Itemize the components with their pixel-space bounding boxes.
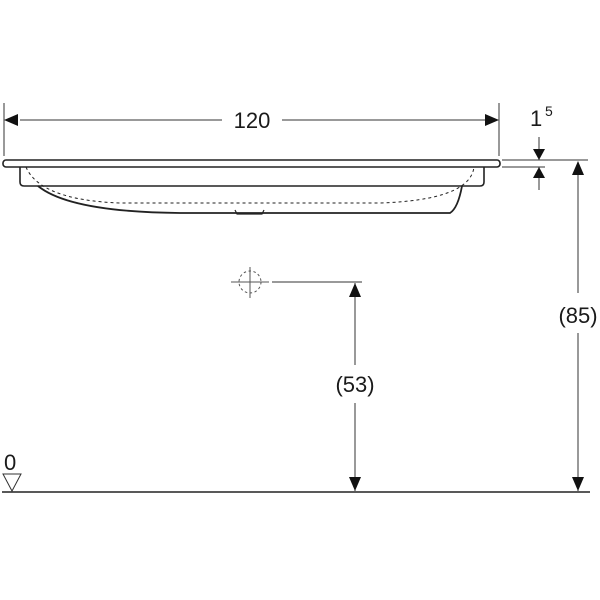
arrow-down-icon	[349, 477, 361, 491]
basin-outline	[2, 159, 501, 215]
floor-level: 0	[2, 450, 590, 493]
arrow-down-icon	[572, 477, 584, 491]
overall-height-label: (85)	[558, 303, 597, 328]
waste-outlet-center-mark	[231, 267, 362, 298]
rim-thickness-superscript: 5	[545, 103, 553, 119]
width-label: 120	[234, 108, 271, 133]
rim-thickness-label: 1	[530, 106, 542, 131]
arrow-up-icon	[533, 167, 545, 178]
arrow-up-icon	[572, 161, 584, 175]
waste-height-dimension: (53)	[335, 283, 375, 491]
rim-thickness-dimension: 1 5	[502, 103, 588, 190]
floor-level-label: 0	[4, 450, 16, 475]
waste-height-label: (53)	[335, 372, 374, 397]
arrow-left-icon	[4, 114, 18, 126]
level-marker-icon	[2, 473, 22, 493]
arrow-down-icon	[533, 149, 545, 160]
arrow-right-icon	[485, 114, 499, 126]
width-dimension: 120	[3, 103, 500, 156]
overall-height-dimension: (85)	[558, 161, 598, 491]
arrow-up-icon	[349, 283, 361, 297]
